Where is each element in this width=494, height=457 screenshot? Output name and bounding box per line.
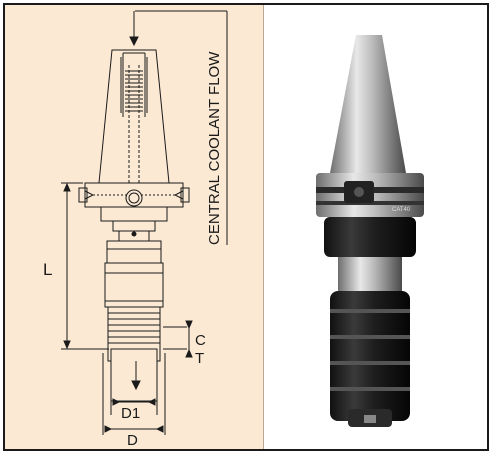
technical-drawing-panel: CENTRAL COOLANT FLOW L C T D1 D: [5, 5, 264, 449]
dim-label-D1: D1: [121, 405, 140, 422]
taper-shank: [98, 49, 170, 184]
figure-frame: CENTRAL COOLANT FLOW L C T D1 D: [3, 3, 489, 451]
photo-engraving: CAT40: [392, 207, 411, 213]
coolant-port: [125, 189, 143, 207]
tap-insert: [110, 348, 158, 402]
dim-label-D: D: [127, 432, 138, 449]
coolant-inlet-arrow-head: [129, 36, 139, 47]
photo-taper: [330, 35, 406, 173]
dim-label-C: C: [195, 332, 206, 349]
holder-body: [106, 240, 162, 264]
photo-body: [324, 217, 416, 257]
dim-label-L: L: [43, 260, 52, 279]
tap-holder-drawing: CENTRAL COOLANT FLOW L C T D1 D: [43, 10, 228, 449]
product-photo-panel: CAT40: [264, 5, 487, 449]
photo-neck: [338, 257, 402, 291]
tool-holder-photo: CAT40: [316, 35, 424, 427]
dim-label-T: T: [195, 350, 204, 367]
coolant-flow-label: CENTRAL COOLANT FLOW: [206, 51, 223, 245]
